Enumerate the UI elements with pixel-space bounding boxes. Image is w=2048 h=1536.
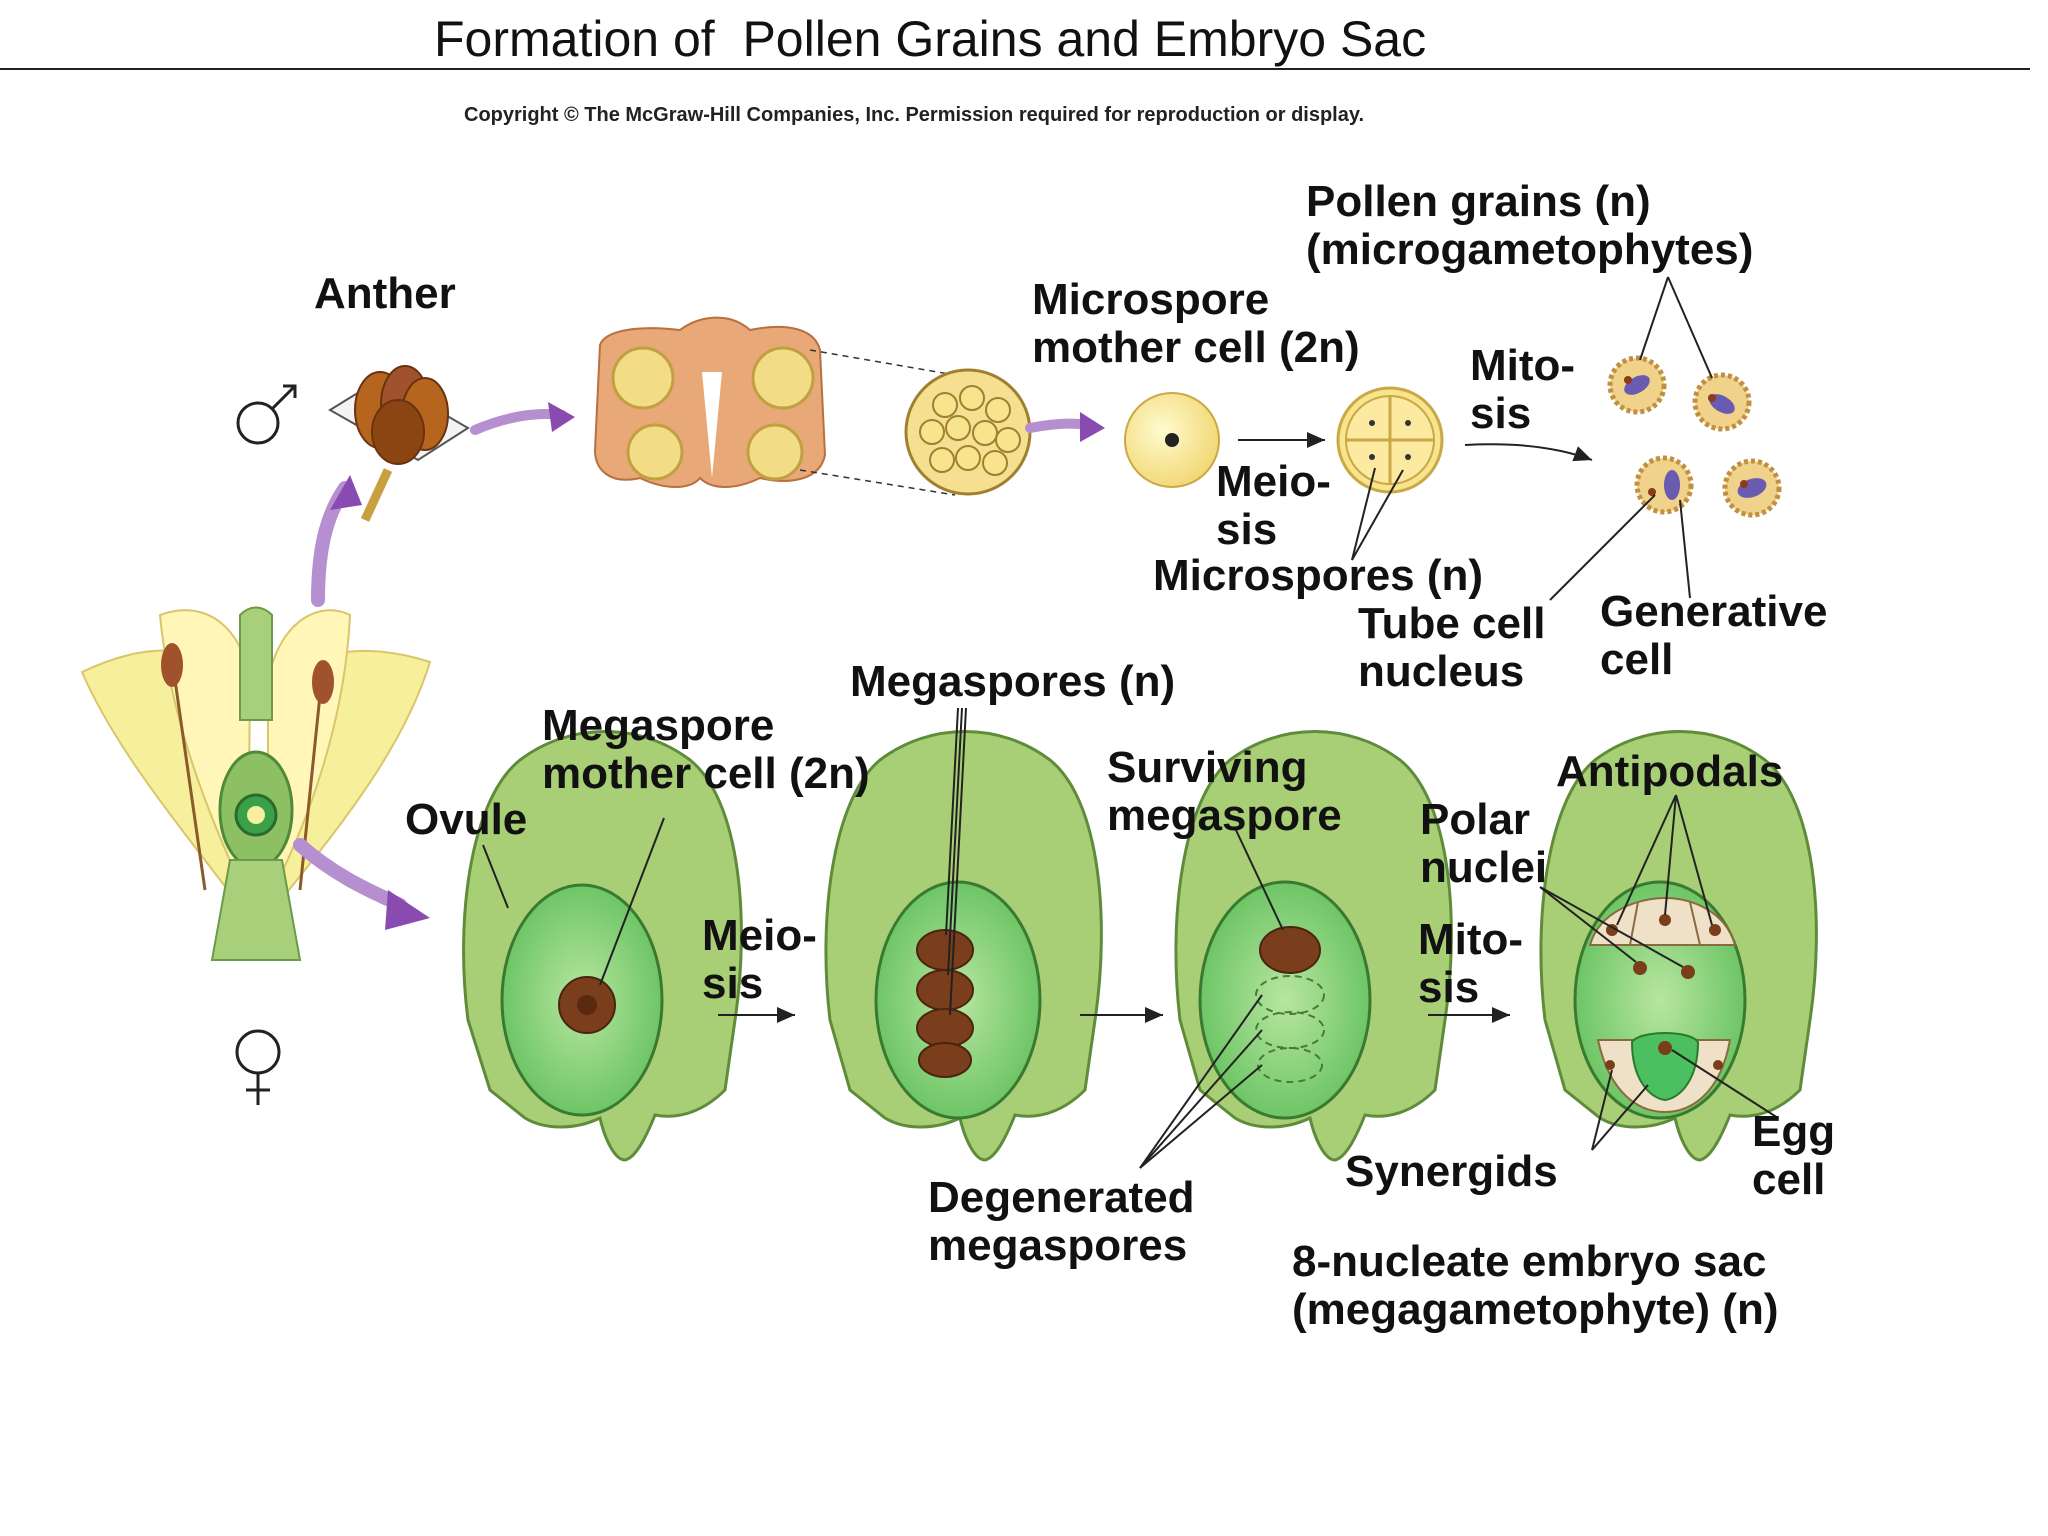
label-anther: Anther: [314, 269, 456, 318]
ovule-with-megaspores: [824, 730, 1103, 1162]
ovule-with-megaspore-mother-cell: [462, 730, 743, 1162]
ovule-with-surviving-megaspore: [1174, 730, 1453, 1162]
female-symbol: [235, 1029, 281, 1105]
label-pollen-grains: Pollen grains (n) (microgametophytes): [1306, 177, 1754, 274]
anther-illustration: [328, 365, 470, 522]
anther-to-section-arrow: [470, 408, 567, 435]
anther-to-section-arrowhead: [548, 402, 575, 432]
sac-to-mother-cell-arrow: [1025, 418, 1093, 433]
leader-lines-top: [1351, 276, 1713, 601]
flower-to-anther-arrowhead: [330, 475, 362, 510]
label-megaspores: Megaspores (n): [850, 657, 1176, 706]
male-symbol: [236, 384, 297, 445]
mitosis-arrow-top: [1464, 443, 1593, 462]
microspore-tetrad: [1336, 386, 1444, 494]
label-antipodals: Antipodals: [1556, 747, 1784, 796]
label-polar-nuclei: Polar nuclei: [1420, 795, 1548, 892]
pollen-sac-enlarged: [904, 368, 1032, 496]
label-meiosis-bottom: Meio- sis: [702, 911, 817, 1008]
label-degenerated-megaspores: Degenerated megaspores: [928, 1173, 1195, 1270]
label-ovule: Ovule: [405, 795, 528, 844]
label-microspore-mother-cell: Microspore mother cell (2n): [1032, 275, 1360, 372]
label-embryo-sac: 8-nucleate embryo sac (megagametophyte) …: [1292, 1237, 1779, 1334]
label-microspores: Microspores (n): [1153, 551, 1484, 600]
flower-to-ovule-arrow: [293, 838, 407, 912]
label-egg-cell: Egg cell: [1752, 1107, 1836, 1204]
title-divider: [0, 68, 2030, 70]
zoom-line-bottom: [799, 469, 956, 496]
ovule-with-embryo-sac: [1539, 730, 1818, 1162]
microspore-mother-cell: [1124, 392, 1220, 488]
pollen-grain: [1722, 458, 1782, 518]
pollen-grain: [1692, 372, 1752, 432]
label-surviving-megaspore: Surviving megaspore: [1107, 743, 1342, 840]
label-generative-cell: Generative cell: [1600, 587, 1828, 684]
pollen-grain: [1607, 355, 1667, 415]
copyright-notice: Copyright © The McGraw-Hill Companies, I…: [464, 104, 1365, 126]
label-tube-cell-nucleus: Tube cell nucleus: [1358, 599, 1546, 696]
flower-to-ovule-arrowhead: [385, 890, 430, 930]
flower-illustration: [80, 606, 432, 961]
zoom-line-top: [809, 349, 956, 376]
label-mitosis-bottom: Mito- sis: [1418, 915, 1524, 1012]
label-megaspore-mother-cell: Megaspore mother cell (2n): [542, 701, 870, 798]
sac-to-mother-cell-arrowhead: [1080, 412, 1105, 442]
label-synergids: Synergids: [1345, 1147, 1558, 1196]
leader-lines-bottom: [482, 707, 1779, 1169]
label-meiosis-top: Meio- sis: [1216, 457, 1331, 554]
anther-cross-section: [593, 316, 827, 488]
label-mitosis-top: Mito- sis: [1470, 341, 1576, 438]
slide-title: Formation of Pollen Grains and Embryo Sa…: [434, 11, 1427, 67]
